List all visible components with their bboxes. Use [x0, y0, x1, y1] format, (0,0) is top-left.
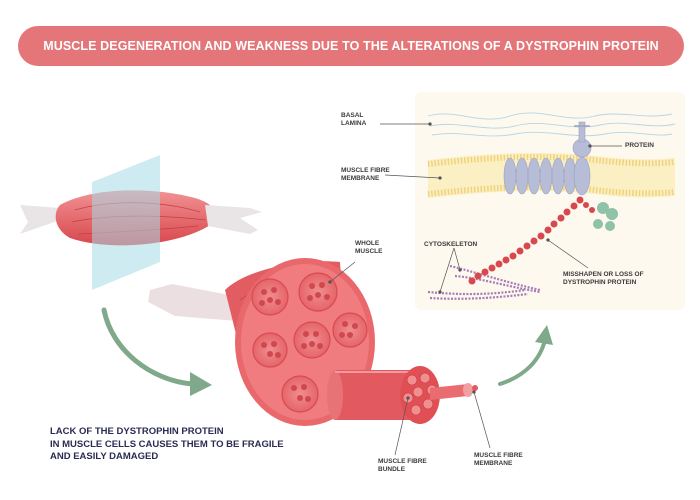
basal-lamina — [427, 112, 676, 137]
curved-arrow-right — [498, 325, 553, 386]
green-binding-protein — [593, 202, 618, 231]
cross-section-plane — [92, 155, 160, 290]
cytoskeleton — [427, 264, 541, 300]
fascicle — [293, 321, 331, 359]
caption: LACK OF THE DYSTROPHIN PROTEIN IN MUSCLE… — [50, 426, 284, 462]
single-fibre — [430, 384, 468, 400]
membrane-protein-complex — [503, 121, 592, 196]
label-misshapen-dystrophin: MISSHAPEN OR LOSS OF DYSTROPHIN PROTEIN — [563, 271, 644, 286]
dystrophin-chain — [468, 196, 595, 285]
fascicle — [281, 375, 319, 413]
membrane-inset-panel — [415, 92, 685, 310]
title: MUSCLE DEGENERATION AND WEAKNESS DUE TO … — [43, 39, 659, 53]
curved-arrow-left — [101, 307, 212, 396]
label-muscle-fibre-membrane-top: MUSCLE FIBRE MEMBRANE — [341, 167, 390, 182]
label-muscle-fibre-bundle: MUSCLE FIBRE BUNDLE — [378, 458, 427, 473]
label-basal-lamina: BASAL LAMINA — [341, 112, 367, 127]
fascicle — [252, 332, 288, 368]
label-protein: PROTEIN — [625, 142, 654, 149]
big-muscle-tendon — [148, 284, 250, 322]
title-banner: MUSCLE DEGENERATION AND WEAKNESS DUE TO … — [18, 26, 684, 66]
small-muscle-tendon-right — [205, 205, 262, 234]
leader-lines — [328, 122, 622, 456]
fascicle — [332, 312, 368, 348]
label-whole-muscle: WHOLE MUSCLE — [355, 240, 383, 255]
membrane-detail — [427, 112, 676, 300]
fascicle-group — [251, 272, 368, 413]
label-muscle-fibre-membrane-bottom: MUSCLE FIBRE MEMBRANE — [474, 452, 523, 467]
muscle-fibre-bundle — [327, 366, 478, 424]
label-cytoskeleton: CYTOSKELETON — [424, 241, 478, 248]
